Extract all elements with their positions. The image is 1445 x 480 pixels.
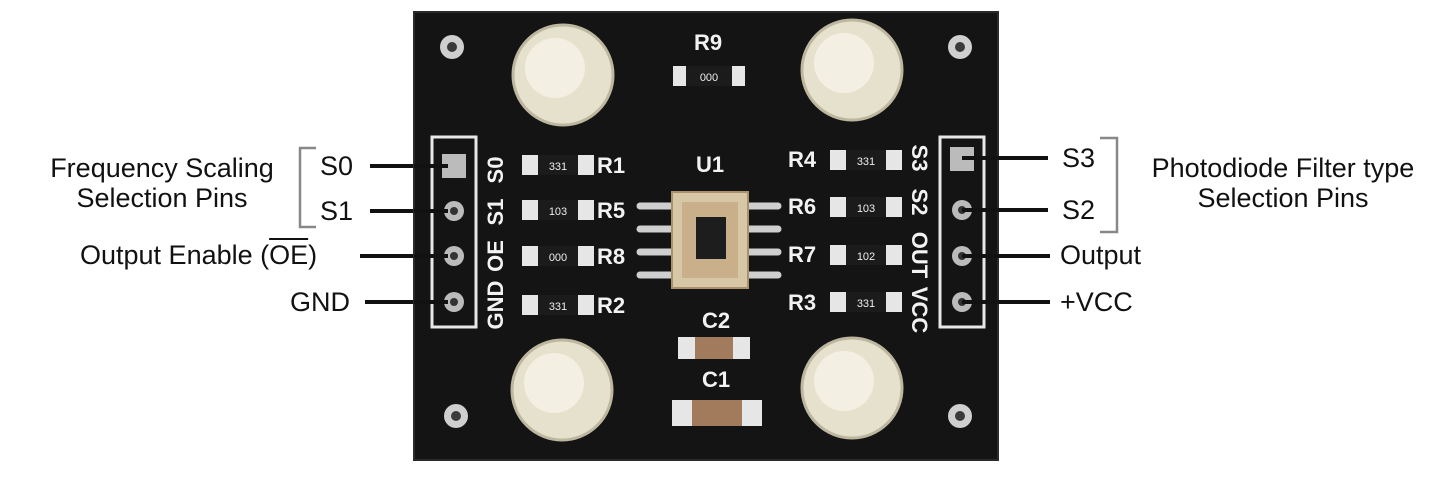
- resistor-r2: 331: [522, 295, 594, 315]
- silk-r6: R6: [788, 194, 816, 219]
- svg-text:103: 103: [857, 203, 875, 215]
- resistor-r4: 331: [830, 150, 902, 170]
- svg-text:102: 102: [857, 251, 875, 263]
- silk-r9: R9: [694, 30, 722, 55]
- silk-r8: R8: [597, 244, 625, 269]
- right-group-title: Photodiode Filter type Selection Pins: [1122, 155, 1444, 212]
- silk-s1: S1: [483, 199, 508, 226]
- silk-r4: R4: [788, 147, 817, 172]
- left-group-title-line2: Selection Pins: [76, 183, 248, 213]
- silk-s0: S0: [483, 157, 508, 184]
- resistor-r9: 000: [673, 66, 745, 86]
- silk-out: OUT: [907, 232, 932, 279]
- svg-text:103: 103: [549, 206, 567, 218]
- label-oe-prefix: Output Enable (: [80, 240, 270, 270]
- left-header-outline: [430, 135, 478, 329]
- label-oe-signal: OE: [269, 240, 309, 270]
- label-output-enable: Output Enable (OE): [80, 242, 317, 269]
- label-oe-suffix: ): [308, 240, 318, 270]
- bracket-right-line: [1100, 136, 1119, 234]
- label-s0: S0: [320, 151, 354, 181]
- silk-c2: C2: [702, 308, 730, 333]
- mounting-holes: [440, 35, 972, 428]
- silk-gnd: GND: [483, 281, 508, 330]
- svg-text:000: 000: [549, 252, 567, 264]
- silk-s2: S2: [907, 189, 932, 216]
- right-leader-lines: [962, 156, 1050, 304]
- bracket-left-line: [298, 146, 316, 229]
- silk-r3: R3: [788, 290, 816, 315]
- resistor-r8: 000: [522, 246, 594, 266]
- capacitor-c1: [672, 400, 762, 426]
- silk-c1: C1: [702, 367, 730, 392]
- right-group-title-line2: Selection Pins: [1197, 183, 1369, 213]
- silk-r5: R5: [597, 198, 625, 223]
- silk-r7: R7: [788, 242, 816, 267]
- label-output: Output: [1060, 240, 1142, 270]
- silk-r1: R1: [597, 153, 625, 178]
- bracket-right: [1100, 136, 1119, 234]
- svg-text:331: 331: [549, 301, 567, 313]
- silk-r2: R2: [597, 293, 625, 318]
- silk-s3: S3: [907, 145, 932, 172]
- left-header-pins: [442, 154, 466, 312]
- left-pin-silk: S0 S1 OE GND: [483, 157, 508, 330]
- resistor-r7: 102: [830, 245, 902, 265]
- svg-text:331: 331: [549, 161, 567, 173]
- left-leader-over: [414, 164, 448, 304]
- resistor-r1: 331: [522, 155, 594, 175]
- svg-text:331: 331: [857, 298, 875, 310]
- left-group-title-line1: Frequency Scaling: [50, 153, 274, 183]
- bracket-left: [298, 146, 316, 229]
- left-group-title: Frequency Scaling Selection Pins: [22, 155, 302, 212]
- resistor-r6: 103: [830, 197, 902, 217]
- label-vcc: +VCC: [1060, 287, 1133, 317]
- label-gnd: GND: [290, 287, 350, 317]
- resistor-r3: 331: [830, 292, 902, 312]
- right-group-title-line1: Photodiode Filter type: [1151, 153, 1415, 183]
- right-header-outline: [938, 135, 986, 329]
- label-s2: S2: [1062, 195, 1096, 225]
- resistor-r5: 103: [522, 200, 594, 220]
- leds: [510, 18, 904, 442]
- label-s1: S1: [320, 196, 354, 226]
- svg-text:000: 000: [700, 72, 718, 84]
- silk-oe: OE: [483, 240, 508, 272]
- silk-vcc: VCC: [907, 287, 932, 334]
- svg-text:331: 331: [857, 156, 875, 168]
- chip-u1: [636, 191, 782, 289]
- label-s3: S3: [1062, 143, 1096, 173]
- silk-u1: U1: [696, 152, 724, 177]
- right-pin-silk: S3 S2 OUT VCC: [907, 145, 932, 334]
- capacitor-c2: [678, 337, 750, 359]
